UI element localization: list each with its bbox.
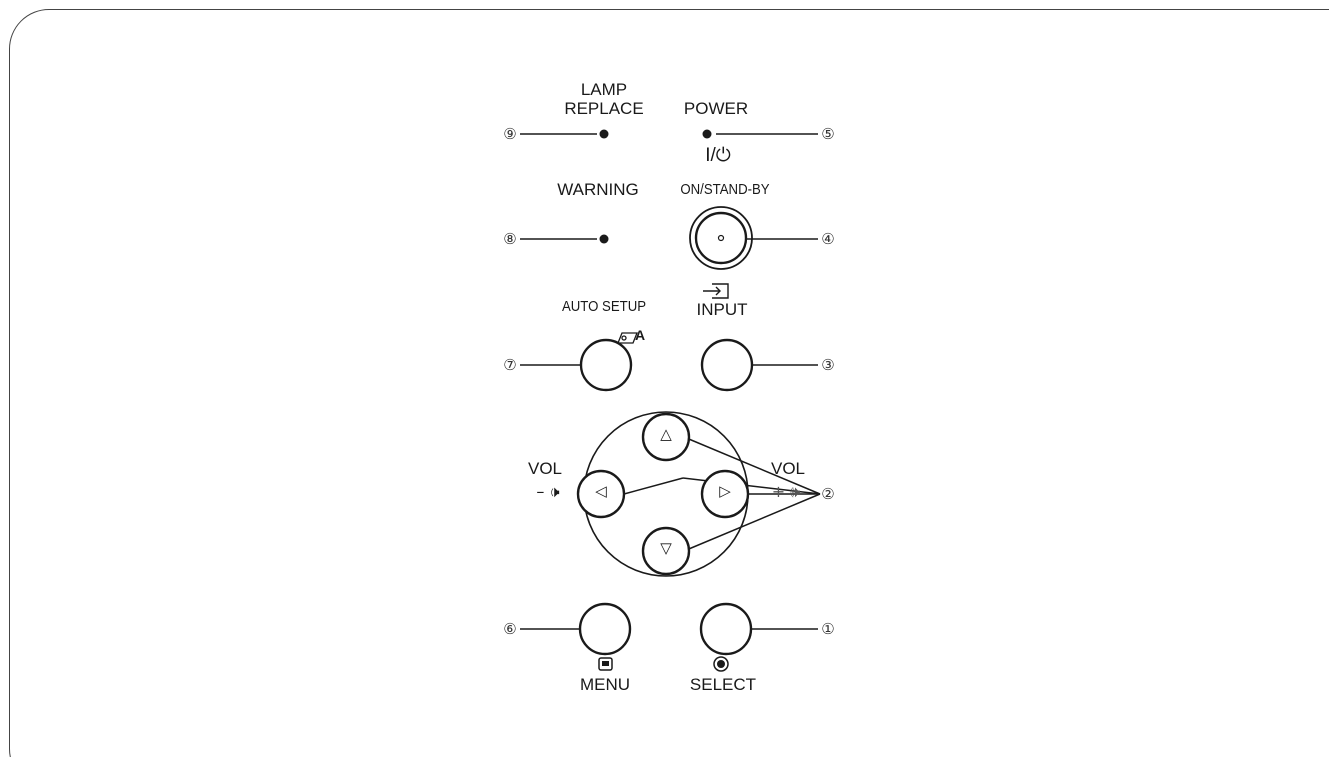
warning-label: WARNING (557, 180, 639, 199)
power-indicator (702, 129, 712, 139)
callout-3: ③ (821, 356, 835, 374)
auto-setup-label: AUTO SETUP (561, 298, 647, 315)
lamp-replace-label-line1: LAMP (580, 80, 628, 99)
select-icon (713, 656, 729, 672)
auto-setup-symbol: A (634, 327, 646, 343)
left-arrow-button[interactable] (576, 469, 626, 519)
callout-7: ⑦ (503, 356, 517, 374)
input-label: INPUT (696, 300, 748, 319)
vol-plus-label: VOL (770, 459, 806, 478)
menu-icon (598, 657, 613, 671)
menu-button[interactable] (578, 602, 632, 656)
select-icon-fill (717, 660, 725, 668)
auto-setup-button[interactable] (579, 338, 633, 392)
on-standby-button[interactable] (689, 206, 753, 270)
callout-1: ① (821, 620, 835, 638)
input-icon (703, 283, 729, 299)
right-arrow-button[interactable] (700, 469, 750, 519)
right-arrow-icon: ▷ (719, 483, 731, 500)
power-label: POWER (683, 99, 749, 118)
down-arrow-button[interactable] (641, 526, 691, 576)
on-standby-label: ON/STAND-BY (680, 181, 770, 198)
lamp-replace-indicator (599, 129, 609, 139)
panel-outline (9, 9, 1329, 757)
select-button[interactable] (699, 602, 753, 656)
input-button[interactable] (700, 338, 754, 392)
callout-8: ⑧ (503, 230, 517, 248)
power-symbol: I/⏻ (705, 145, 731, 166)
vol-minus-label: VOL (527, 459, 563, 478)
up-arrow-icon: △ (660, 426, 672, 443)
up-arrow-button[interactable] (641, 412, 691, 462)
callout-4: ④ (821, 230, 835, 248)
menu-icon-fill (602, 661, 609, 666)
leader-2-down (683, 493, 821, 552)
callout-2: ② (821, 485, 835, 503)
select-label: SELECT (689, 675, 757, 694)
callout-9: ⑨ (503, 125, 517, 143)
leader-2-up (683, 436, 821, 495)
vol-minus-symbol: – 🕩 (536, 482, 560, 501)
callout-5: ⑤ (821, 125, 835, 143)
down-arrow-icon: ▽ (660, 540, 672, 557)
warning-indicator (599, 234, 609, 244)
callout-6: ⑥ (503, 620, 517, 638)
vol-plus-symbol: + 🕪 (771, 482, 801, 501)
left-arrow-icon: ◁ (595, 483, 607, 500)
leader-2-left (623, 477, 684, 495)
menu-label: MENU (579, 675, 631, 694)
lamp-replace-label-line2: REPLACE (564, 99, 644, 118)
auto-setup-icon (617, 332, 638, 344)
